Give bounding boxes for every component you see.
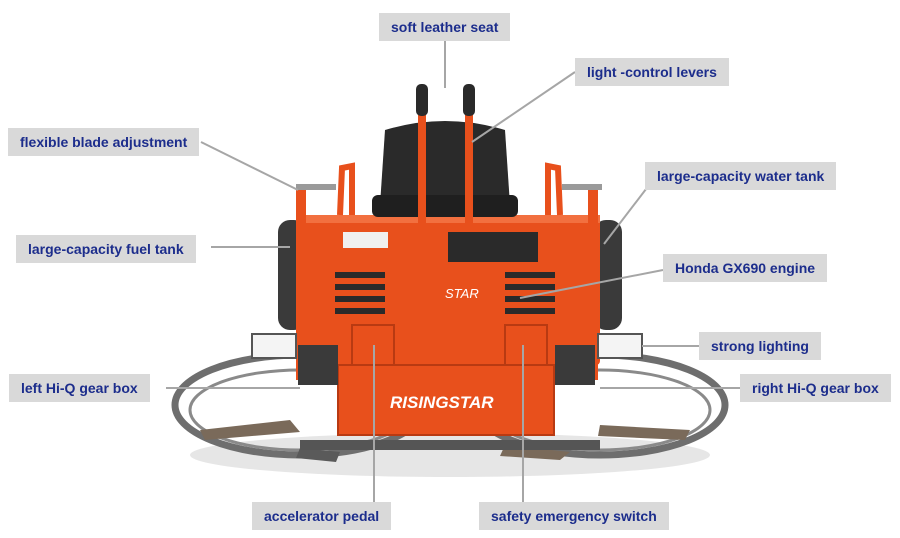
label-strong-lighting: strong lighting [699,332,821,360]
left-blade-1 [200,420,300,440]
label-left-gear-box: left Hi-Q gear box [9,374,150,402]
left-blade-adjuster [296,184,336,190]
label-large-capacity-water-tank: large-capacity water tank [645,162,837,190]
right-lever-grip [463,84,475,116]
leader-levers [471,71,576,143]
leader-blade [200,141,299,191]
leader-engine [519,269,664,299]
left-blade-2 [296,448,340,462]
left-frame-loop [337,162,355,216]
seat-back [380,121,510,205]
label-light-control-levers: light -control levers [575,58,729,86]
left-light [251,333,297,359]
warning-sticker [343,232,388,248]
left-lever-grip [416,84,428,116]
label-accelerator-pedal: accelerator pedal [252,502,392,530]
right-post [588,190,598,380]
body-top-edge [300,215,600,223]
label-honda-engine: Honda GX690 engine [663,254,828,282]
control-panel [448,232,538,262]
left-lever [418,110,426,360]
right-blade-1 [598,425,690,440]
emergency-switch-block [504,324,548,368]
panel-brand-text: STAR [445,286,479,301]
label-flexible-blade-adjustment: flexible blade adjustment [8,128,200,156]
right-side-drum [594,220,622,330]
label-safety-emergency-switch: safety emergency switch [479,502,669,530]
right-blade-adjuster [562,184,602,190]
right-vents [505,272,555,314]
label-large-capacity-fuel-tank: large-capacity fuel tank [16,235,196,263]
left-vents [335,272,385,314]
brand-logo: RISINGSTAR [390,393,494,412]
right-gear-box [555,345,595,385]
right-frame-loop [545,162,563,216]
label-soft-leather-seat: soft leather seat [379,13,511,41]
left-post [296,190,306,380]
seat-cushion [372,195,518,217]
label-right-gear-box: right Hi-Q gear box [740,374,891,402]
left-gear-box [298,345,338,385]
base-bar [300,440,600,450]
right-light [597,333,643,359]
